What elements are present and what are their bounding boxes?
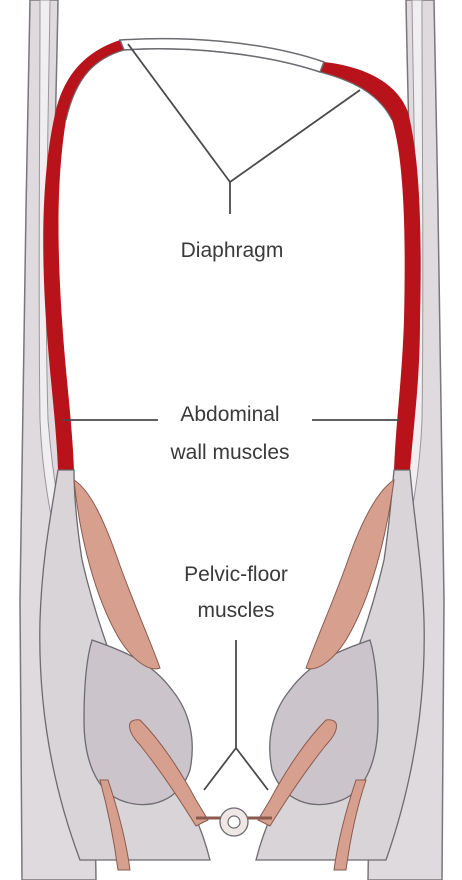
abdominal-label-line2: wall muscles [150, 440, 310, 466]
pelvic-label-line1: Pelvic-floor [156, 562, 316, 588]
right-abdominal-muscle [320, 62, 421, 470]
abdominal-label-line1: Abdominal [150, 402, 310, 428]
diaphragm-tendon [120, 39, 324, 72]
diaphragm-dome-outline [66, 49, 392, 120]
pelvic-pointer-lines [204, 640, 268, 790]
pelvic-label-line2: muscles [156, 598, 316, 624]
diaphragm-label: Diaphragm [162, 238, 302, 264]
pelvic-center-inner [228, 816, 240, 828]
